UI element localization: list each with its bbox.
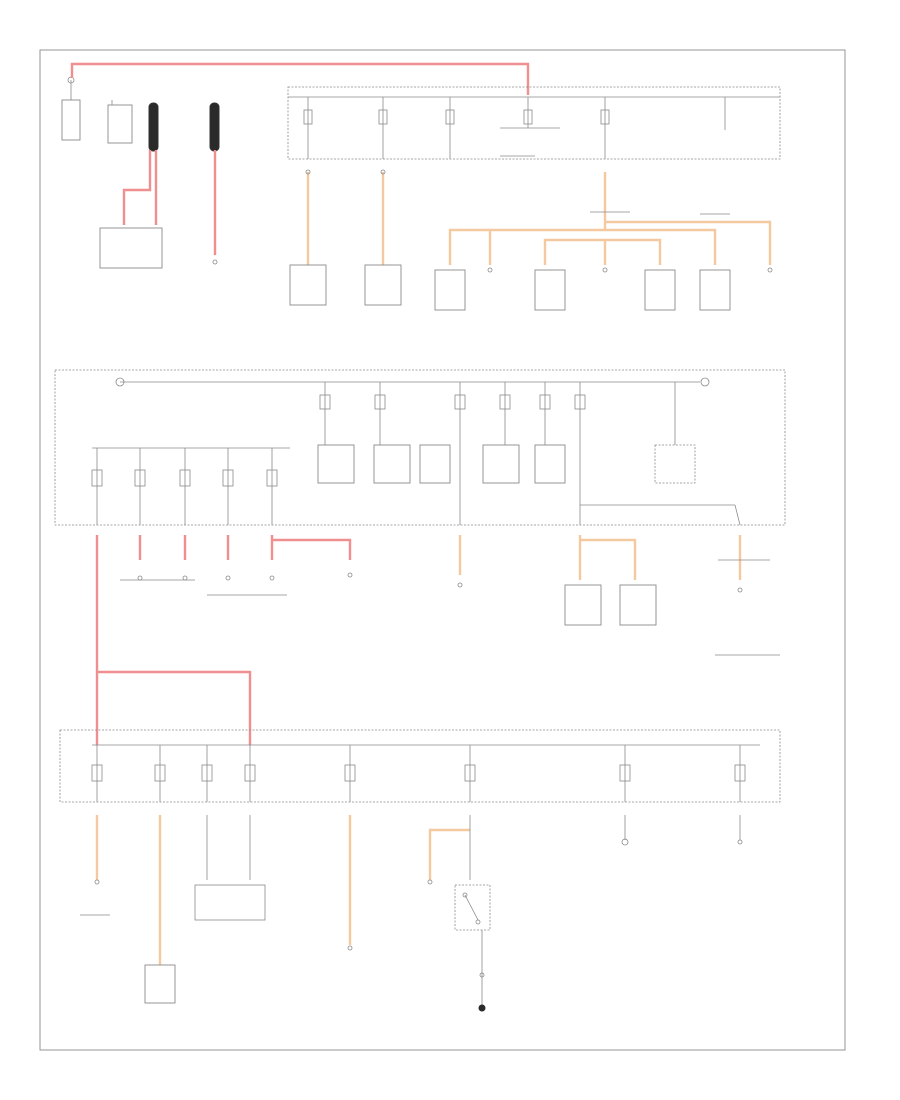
- underhood-fuse-block-bottom: [59, 729, 781, 803]
- top-right-loads: [434, 267, 773, 311]
- generator-module: [99, 227, 163, 269]
- bottom-loads: [94, 838, 743, 1004]
- ground-icon: [478, 1004, 486, 1012]
- bottom-fuses: [91, 745, 746, 802]
- mid-upper-fuses: [319, 382, 676, 525]
- relay-icon: [317, 444, 696, 484]
- battery-main-wire: [70, 62, 530, 95]
- underhood-fuse-block-top: [287, 86, 781, 160]
- starter-relay-box: [107, 104, 133, 144]
- instrument-panel-fuse-block: [54, 369, 786, 526]
- top-fuse-taps: [288, 96, 780, 159]
- module-b: [364, 264, 402, 306]
- battery-cable-1: [148, 102, 159, 152]
- module-a: [289, 264, 327, 306]
- mid-connectors: [137, 572, 743, 626]
- battery-cable-2: [209, 102, 220, 152]
- battery-icon: [61, 76, 81, 141]
- diagram-border: [39, 49, 846, 1051]
- switch-icon: [454, 884, 491, 931]
- fuse-icon: [303, 109, 610, 125]
- mid-lower-fuses: [91, 448, 278, 525]
